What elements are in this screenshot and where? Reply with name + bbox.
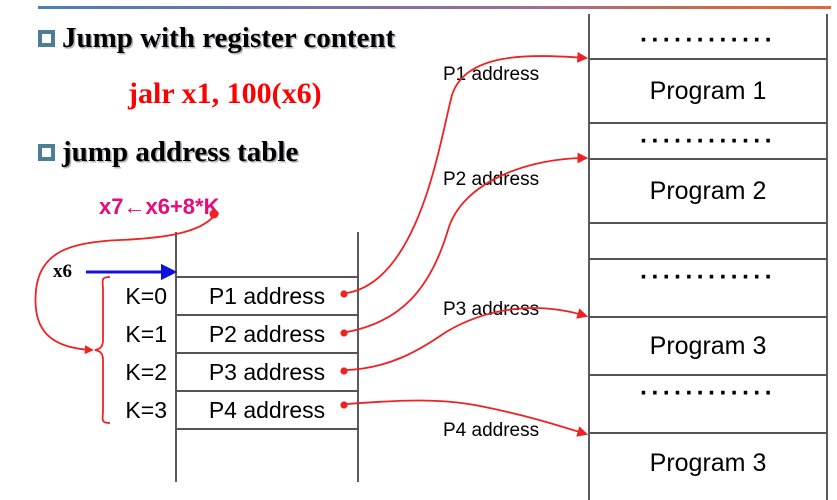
index-label-k2: K=2	[125, 358, 167, 385]
square-bullet-icon	[38, 30, 55, 47]
table-rule	[588, 122, 828, 124]
mid-label-p2-address: P2 address	[443, 169, 540, 190]
table-rule	[588, 374, 828, 376]
square-bullet-icon	[38, 144, 55, 161]
index-label-k0: K=0	[125, 282, 167, 309]
table-row: P3 address	[208, 358, 326, 385]
mid-label-p3-address: P3 address	[443, 299, 540, 320]
table-row: P1 address	[208, 282, 326, 309]
memory-row-program: Program 2	[649, 176, 767, 205]
memory-row-dots: ············	[640, 262, 776, 291]
table-rule	[175, 390, 359, 392]
formula-address-computation: x7←x6+8*K	[99, 194, 220, 219]
bullet-label: Jump with register content	[62, 22, 396, 54]
index-label-k3: K=3	[125, 396, 167, 423]
memory-row-dots: ············	[640, 25, 776, 54]
header-divider-rule	[38, 6, 831, 9]
table-rule	[175, 314, 359, 316]
table-rule	[588, 158, 828, 160]
jump-address-table: P1 address P2 address P3 address P4 addr…	[175, 232, 359, 482]
table-rule	[588, 58, 828, 60]
table-border-left	[588, 14, 590, 500]
program-memory-table: ············ Program 1 ············ Prog…	[588, 14, 828, 500]
table-rule	[588, 316, 828, 318]
bullet-item-jump-with-register: Jump with register content	[38, 24, 395, 53]
table-rule	[175, 276, 359, 278]
memory-row-dots: ············	[640, 378, 776, 407]
table-border-left	[175, 232, 177, 482]
table-rule	[175, 352, 359, 354]
bullet-label: jump address table	[62, 136, 299, 168]
memory-row-program: Program 3	[649, 448, 767, 477]
mid-label-p1-address: P1 address	[443, 64, 540, 85]
memory-row-dots: ············	[640, 126, 776, 155]
table-row: P4 address	[208, 396, 326, 423]
table-rule	[588, 432, 828, 434]
base-register-label-x6: x6	[53, 261, 72, 282]
bullet-item-jump-address-table: jump address table	[38, 138, 298, 167]
table-row: P2 address	[208, 320, 326, 347]
mid-label-p4-address: P4 address	[443, 420, 540, 441]
index-label-k1: K=1	[125, 320, 167, 347]
table-border-right	[826, 14, 828, 500]
memory-row-program: Program 1	[649, 76, 767, 105]
instruction-jalr: jalr x1, 100(x6)	[128, 77, 322, 110]
memory-row-program: Program 3	[649, 331, 767, 360]
table-rule	[175, 428, 359, 430]
table-rule	[588, 258, 828, 260]
table-rule	[588, 222, 828, 224]
